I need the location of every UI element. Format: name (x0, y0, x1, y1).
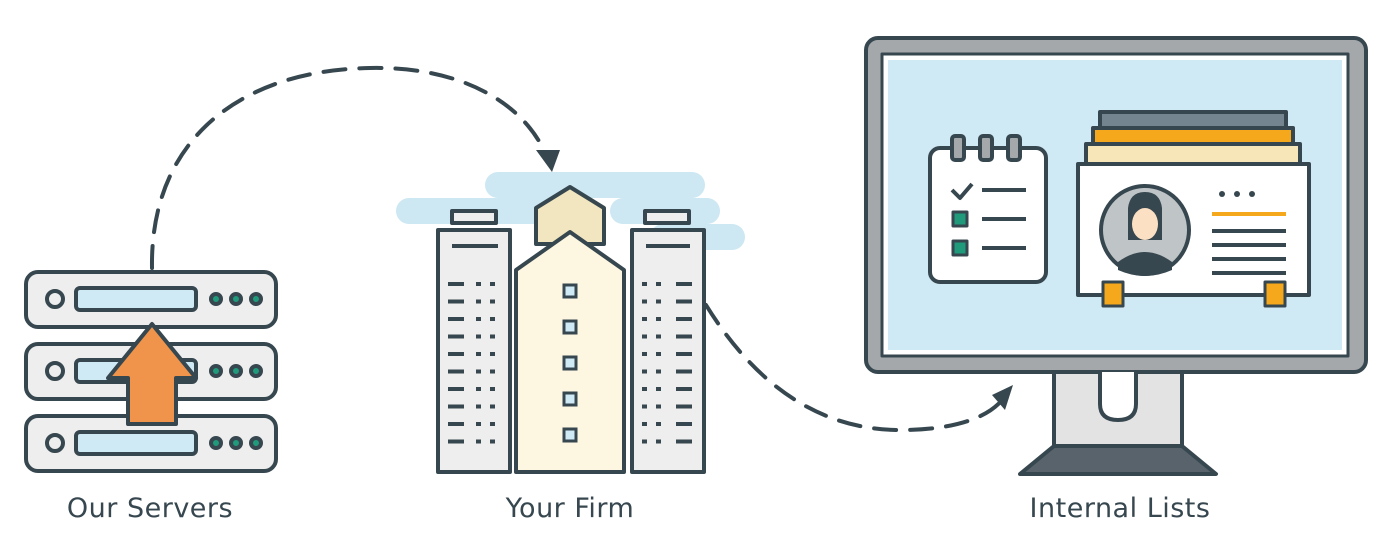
building-window (448, 387, 464, 391)
building-window (490, 404, 495, 409)
building-window (656, 282, 661, 286)
center-building-window (562, 391, 578, 407)
building-window (656, 369, 661, 374)
building-window (676, 369, 692, 374)
building-window (490, 334, 495, 339)
building-window (642, 387, 647, 391)
building-window (642, 299, 647, 304)
building-window (656, 334, 661, 339)
building-window (448, 334, 464, 339)
building-window (676, 404, 692, 409)
building-window (676, 352, 692, 356)
building-window (656, 422, 661, 426)
building-window (476, 299, 481, 304)
building-window (490, 352, 495, 356)
building-window (490, 439, 495, 444)
building-window (476, 439, 481, 444)
building-window (656, 299, 661, 304)
building-window (448, 299, 464, 304)
building-window (448, 317, 464, 321)
building-window (656, 404, 661, 409)
building-window (676, 439, 692, 444)
building-window (490, 317, 495, 321)
office-buildings-icon (436, 185, 706, 474)
building-window (676, 387, 692, 391)
building-window (642, 422, 647, 426)
building-window (448, 422, 464, 426)
building-window (642, 317, 647, 321)
center-building-window (562, 283, 578, 299)
building-window (642, 404, 647, 409)
node-label-servers: Our Servers (66, 493, 234, 524)
building-window (490, 299, 495, 304)
building-window (676, 282, 692, 286)
building-window (656, 387, 661, 391)
building-window (676, 422, 692, 426)
upload-arrow-icon (106, 322, 198, 426)
building-window (448, 404, 464, 409)
building-window (476, 317, 481, 321)
edge-firm-to-lists (704, 303, 1004, 433)
building-window (448, 369, 464, 374)
building-window (656, 317, 661, 321)
building-window (642, 334, 647, 339)
node-label-firm: Your Firm (505, 493, 635, 524)
user-avatar-icon (1099, 184, 1191, 276)
building-window (642, 282, 647, 286)
building-window (476, 282, 481, 286)
building-window (476, 404, 481, 409)
checklist-calendar-icon (928, 134, 1048, 284)
building-window (490, 422, 495, 426)
center-building-window (562, 319, 578, 335)
center-building-window (562, 427, 578, 443)
contact-card-icon (1076, 110, 1311, 308)
building-window (642, 369, 647, 374)
building-window (676, 334, 692, 339)
building-window (642, 352, 647, 356)
arrowhead-servers-to-firm (536, 150, 560, 172)
center-building-window (562, 355, 578, 371)
edge-servers-to-firm (149, 65, 550, 270)
building-window (476, 387, 481, 391)
building-window (656, 439, 661, 444)
arrowhead-firm-to-lists (992, 385, 1013, 410)
building-window (476, 352, 481, 356)
building-windows (448, 282, 692, 444)
building-window (476, 369, 481, 374)
building-window (656, 352, 661, 356)
building-window (676, 317, 692, 321)
node-label-lists: Internal Lists (1029, 493, 1211, 524)
building-window (490, 387, 495, 391)
building-window (448, 282, 464, 286)
building-window (676, 299, 692, 304)
building-window (476, 422, 481, 426)
building-window (490, 282, 495, 286)
building-window (490, 369, 495, 374)
building-window (448, 352, 464, 356)
building-window (448, 439, 464, 444)
building-window (476, 334, 481, 339)
building-window (642, 439, 647, 444)
